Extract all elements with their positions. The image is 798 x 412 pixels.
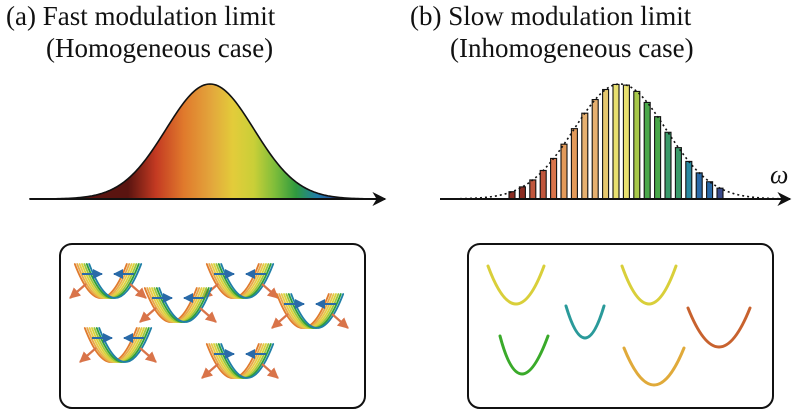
spectral-bar xyxy=(602,88,610,200)
static-potential xyxy=(686,306,752,349)
panel-a-fluctuating-potentials xyxy=(69,263,349,379)
orange-arrow-icon xyxy=(331,313,349,329)
spectral-bar xyxy=(706,181,714,200)
spectral-bar xyxy=(664,131,672,200)
orange-arrow-icon xyxy=(139,347,157,363)
spectral-bar xyxy=(643,101,651,200)
spectral-bar xyxy=(591,99,599,200)
panel-b-molecule-box xyxy=(467,243,774,409)
panel-b-spectrum xyxy=(439,83,792,206)
spectral-bar xyxy=(550,157,558,200)
homogeneous-lineshape xyxy=(29,83,381,200)
spectral-bar xyxy=(685,160,693,200)
static-potential xyxy=(622,346,686,387)
spectral-bar xyxy=(529,179,537,200)
fluctuating-potential xyxy=(201,263,279,299)
fluctuating-potential xyxy=(139,287,217,323)
panel-a-title: (a) Fast modulation limit xyxy=(6,1,276,31)
orange-arrow-icon xyxy=(199,307,217,323)
orange-arrow-icon xyxy=(201,363,219,379)
inhomogeneous-envelope xyxy=(439,83,781,200)
spectral-bar xyxy=(560,143,568,200)
orange-arrow-icon xyxy=(261,283,279,299)
orange-arrow-icon xyxy=(261,363,279,379)
spectral-bar xyxy=(539,169,547,200)
panel-a-spectrum xyxy=(29,83,387,206)
orange-arrow-icon xyxy=(79,347,97,363)
orange-arrow-icon xyxy=(139,307,157,323)
panel-b-static-potentials xyxy=(486,264,752,387)
spectral-bar xyxy=(612,83,620,200)
static-potential xyxy=(498,334,550,376)
spectral-bar xyxy=(570,128,578,200)
panel-a-molecule-box xyxy=(59,243,366,409)
static-potential xyxy=(564,304,606,340)
omega-axis-label: ω xyxy=(770,160,789,189)
orange-arrow-icon xyxy=(271,313,289,329)
fluctuating-potential xyxy=(69,263,147,299)
spectral-bar xyxy=(581,112,589,200)
panel-a-subtitle: (Homogeneous case) xyxy=(46,33,274,63)
spectral-bar xyxy=(622,84,630,200)
spectral-bar xyxy=(695,172,703,200)
orange-arrow-icon xyxy=(69,283,87,299)
panel-b-subtitle: (Inhomogeneous case) xyxy=(450,33,694,63)
spectral-bar xyxy=(654,116,662,200)
static-potential xyxy=(486,264,546,306)
orange-arrow-icon xyxy=(129,283,147,299)
fluctuating-potential xyxy=(79,327,157,363)
fluctuating-potential xyxy=(201,343,279,379)
spectral-bar xyxy=(716,187,724,200)
spectral-bar xyxy=(633,90,641,200)
fluctuating-potential xyxy=(271,293,349,329)
static-potential xyxy=(620,264,678,306)
spectral-bar xyxy=(674,147,682,200)
panel-b-title: (b) Slow modulation limit xyxy=(410,1,692,31)
